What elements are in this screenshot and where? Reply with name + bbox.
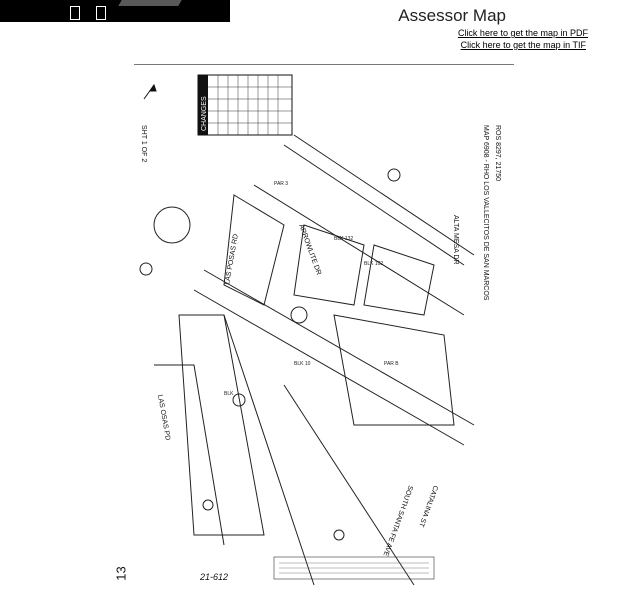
header-banner <box>0 0 230 22</box>
sheet-number: 13 <box>113 566 129 581</box>
changes-label: CHANGES <box>201 96 208 131</box>
street-label: CATALINA ST <box>417 484 439 528</box>
street-label: LAS OSAS PD <box>156 394 171 441</box>
sheet-reference: 21-612 <box>200 572 229 582</box>
svg-text:PAR B: PAR B <box>384 361 399 367</box>
pdf-map-link[interactable]: Click here to get the map in PDF <box>457 28 588 38</box>
street-label: ALTA MESA DR <box>452 215 459 265</box>
changes-table: CHANGES <box>197 74 293 136</box>
street-label: SOUTH SANTA FE AVE <box>381 484 413 557</box>
sheet-label: SHT 1 OF 2 <box>140 125 147 162</box>
north-arrow-icon <box>143 83 157 100</box>
svg-text:BLK 10: BLK 10 <box>294 361 311 367</box>
tif-map-link[interactable]: Click here to get the map in TIF <box>460 40 586 50</box>
banner-box-icon <box>70 6 80 20</box>
svg-text:PAR 3: PAR 3 <box>274 181 288 187</box>
banner-box-icon <box>96 6 106 20</box>
map-caption-2: ROS 8297, 21750 <box>494 125 501 181</box>
map-caption: MAP 6908 - RHO LOS VALLECITOS DE SAN MAR… <box>482 125 489 301</box>
svg-text:BLK 102: BLK 102 <box>364 261 383 267</box>
svg-text:BLK 132: BLK 132 <box>334 236 353 242</box>
banner-decoration <box>118 0 182 6</box>
page-title: Assessor Map <box>398 6 506 25</box>
assessor-map-image: CHANGES PAR 3 BLK 132 BLK <box>134 64 514 587</box>
svg-text:BLK: BLK <box>224 391 234 397</box>
